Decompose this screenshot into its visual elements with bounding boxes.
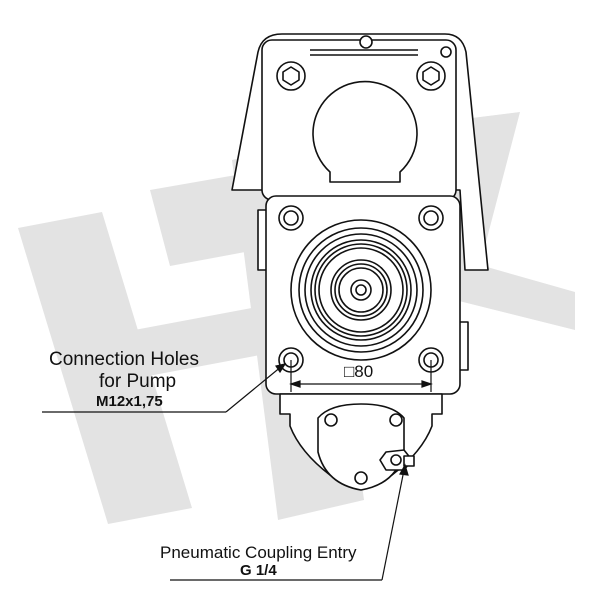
connection-holes-leader — [42, 363, 287, 413]
top-small-hole — [359, 35, 373, 49]
dimension-value: 80 — [354, 362, 374, 381]
dimension-label: □80 — [344, 363, 373, 380]
top-right-bolt — [416, 61, 446, 91]
flange-bolt-top-left — [278, 205, 304, 231]
pto-body — [231, 33, 489, 491]
keyhole-opening — [312, 80, 418, 183]
pneumatic-spec: G 1/4 — [240, 562, 277, 579]
top-right-small-hole — [440, 46, 452, 58]
square-dimension-symbol: □ — [344, 362, 355, 381]
dimension-line — [289, 360, 433, 392]
connection-holes-label-line2: for Pump — [99, 371, 177, 392]
flange-bolt-top-right — [418, 205, 444, 231]
connection-holes-spec: M12x1,75 — [96, 393, 163, 410]
output-shaft — [290, 219, 432, 361]
top-left-bolt — [276, 61, 306, 91]
connection-holes-label-line1: Connection Holes — [49, 349, 199, 370]
pneumatic-leader — [170, 463, 409, 581]
pneumatic-label-line1: Pneumatic Coupling Entry — [160, 543, 357, 562]
